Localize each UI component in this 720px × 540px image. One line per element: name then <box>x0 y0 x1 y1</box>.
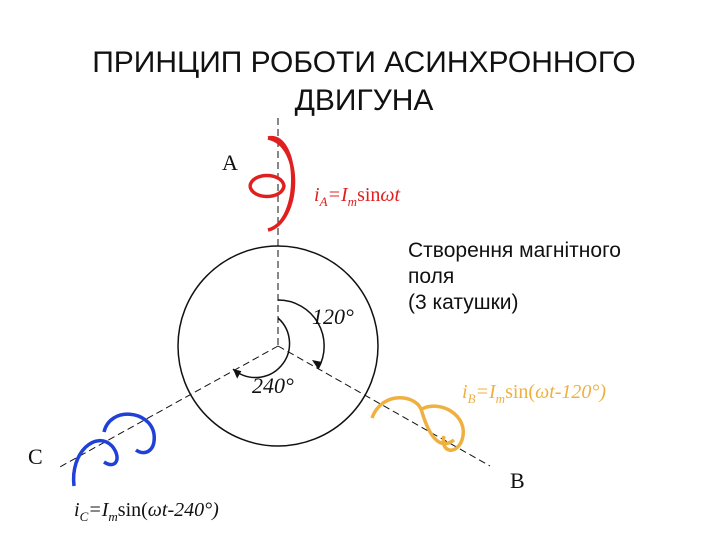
title-line-2: ДВИГУНА <box>294 84 434 117</box>
current-formula-C: iC=Imsin(ωt-240°) <box>74 499 219 524</box>
coil-B <box>370 396 466 452</box>
angle-arc-120 <box>277 299 325 370</box>
coil-C <box>71 412 156 487</box>
description-line-2: поля <box>408 265 455 288</box>
coil-A <box>248 136 296 232</box>
description-text: Створення магнітного поля (3 катушки) <box>408 238 621 316</box>
axis-C <box>57 345 279 469</box>
title-line-1: ПРИНЦИП РОБОТИ АСИНХРОННОГО <box>92 46 636 79</box>
description-line-1: Створення магнітного <box>408 239 621 262</box>
angle-label-240: 240° <box>252 373 294 398</box>
phase-label-A: A <box>222 150 238 175</box>
phase-label-B: B <box>510 468 525 493</box>
slide-title: ПРИНЦИП РОБОТИ АСИНХРОННОГО ДВИГУНА <box>0 44 720 120</box>
angle-arc-240 <box>232 317 291 379</box>
angle-label-120: 120° <box>312 304 354 329</box>
current-formula-A: iA=Imsinωt <box>314 184 401 209</box>
phase-label-C: C <box>28 444 43 469</box>
description-line-3: (3 катушки) <box>408 291 519 314</box>
current-formula-B: iB=Imsin(ωt-120°) <box>462 381 606 406</box>
angle-arc-240-arrowhead <box>233 369 242 379</box>
axis-B <box>277 345 491 467</box>
angle-arc-120-arrowhead <box>312 360 322 369</box>
